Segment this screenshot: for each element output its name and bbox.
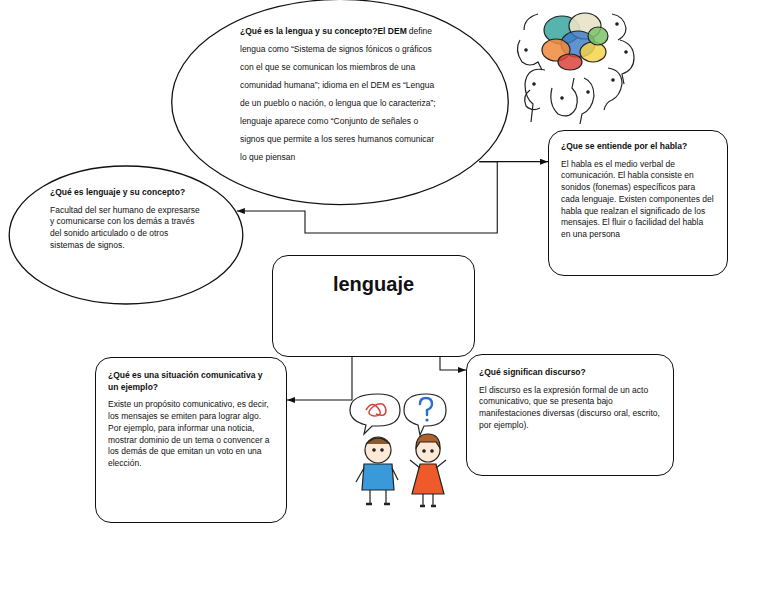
illustration-stroke xyxy=(525,90,540,110)
children-talking-illustration xyxy=(350,394,446,506)
concept-ellipse: ¿Qué es la lengua y su concepto?El DEMde… xyxy=(170,0,510,206)
node-body: define lengua como “Sistema de signos fó… xyxy=(240,26,436,162)
node-heading: ¿Qué significan discurso? xyxy=(479,367,661,379)
ellipse-shape xyxy=(172,0,509,205)
concept-box: ¿Que se entiende por el habla? El habla e… xyxy=(548,130,728,276)
illustration-stroke xyxy=(625,51,627,53)
node-heading: ¿Qué es la lengua y su concepto?El DEM xyxy=(240,26,407,36)
ellipse-shape xyxy=(9,166,243,304)
illustration-stroke xyxy=(431,450,433,452)
illustration-stroke xyxy=(410,460,446,468)
illustration-stroke xyxy=(533,83,535,85)
illustration-stroke xyxy=(620,40,634,84)
illustration-stroke xyxy=(558,54,582,70)
illustration-stroke xyxy=(365,437,391,463)
illustration-stroke xyxy=(524,14,538,30)
illustration-stroke xyxy=(551,78,577,116)
concept-box: ¿Qué es una situación comunicativa y un … xyxy=(95,357,287,523)
concept-ellipse: ¿Qué es lenguaje y su concepto? Facultad … xyxy=(8,165,244,305)
node-body: Facultad del ser humano de expresarse y … xyxy=(50,205,204,252)
node-body: Existe un propósito comunicativo, es dec… xyxy=(108,399,274,469)
illustration-stroke xyxy=(366,503,390,505)
illustration-stroke xyxy=(420,505,436,507)
text-block: ¿Qué es lenguaje y su concepto? Facultad … xyxy=(50,187,204,252)
illustration-stroke xyxy=(362,464,394,490)
connector-arrow xyxy=(287,357,352,400)
node-body: El habla es el medio verbal de comunicac… xyxy=(561,159,715,241)
illustration-stroke xyxy=(588,27,608,45)
text-block: ¿Qué es la lengua y su concepto?El DEMde… xyxy=(240,20,440,164)
illustration-stroke xyxy=(370,490,386,504)
illustration-stroke xyxy=(350,394,400,434)
illustration-stroke xyxy=(425,418,428,421)
illustration-stroke xyxy=(423,494,433,506)
illustration-stroke xyxy=(416,434,440,448)
illustration-stroke xyxy=(412,464,444,494)
illustration-stroke xyxy=(612,79,614,81)
node-heading: ¿Qué es lenguaje y su concepto? xyxy=(50,187,204,199)
text-block: ¿Que se entiende por el habla? El habla e… xyxy=(561,141,715,241)
text-block: lenguaje xyxy=(283,272,464,296)
node-title: lenguaje xyxy=(283,272,464,296)
illustration-stroke xyxy=(366,438,390,444)
illustration-stroke xyxy=(580,42,606,62)
illustration-stroke xyxy=(604,68,622,110)
node-heading: ¿Que se entiende por el habla? xyxy=(561,141,715,153)
node-heading: ¿Qué es una situación comunicativa y un … xyxy=(108,370,274,393)
illustration-stroke xyxy=(366,404,386,416)
illustration-stroke xyxy=(373,449,375,451)
illustration-stroke xyxy=(404,394,446,435)
illustration-stroke xyxy=(561,97,563,99)
text-block: ¿Qué significan discurso? El discurso es … xyxy=(479,367,661,432)
central-topic-box: lenguaje xyxy=(272,255,475,357)
text-block: ¿Qué es una situación comunicativa y un … xyxy=(108,370,274,470)
connector-arrow xyxy=(440,357,466,370)
illustration-stroke xyxy=(381,449,383,451)
concept-box: ¿Qué significan discurso? El discurso es … xyxy=(466,354,674,476)
connector-arrow xyxy=(479,161,548,162)
illustration-stroke xyxy=(616,23,618,25)
illustration-stroke xyxy=(612,14,626,40)
illustration-stroke xyxy=(420,398,432,415)
crowd-talking-illustration xyxy=(517,13,634,124)
illustration-stroke xyxy=(356,468,398,482)
illustration-stroke xyxy=(580,78,594,124)
illustration-stroke xyxy=(525,69,545,122)
illustration-stroke xyxy=(517,40,542,70)
illustration-stroke xyxy=(423,450,425,452)
illustration-stroke xyxy=(525,49,527,51)
node-body: El discurso es la expresión formal de un… xyxy=(479,385,661,432)
illustration-stroke xyxy=(587,91,589,93)
